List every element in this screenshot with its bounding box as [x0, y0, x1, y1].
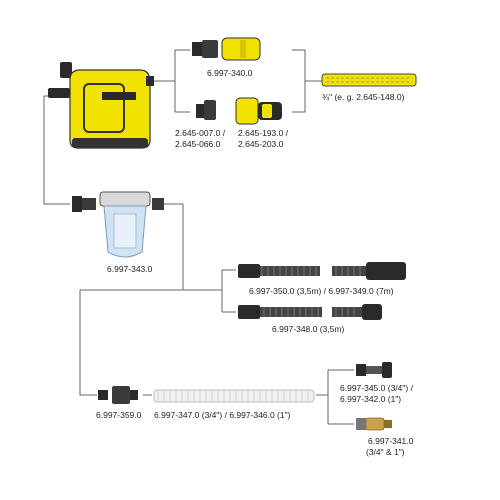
foot-valve-2-label-a: 6.997-341.0: [368, 436, 414, 446]
suction-set-icon: [238, 304, 382, 320]
garden-pump-icon: [48, 62, 154, 149]
adapter-left-label-1: 2.645-007.0 /: [175, 128, 226, 138]
hose-coupling-icon: [192, 37, 261, 61]
hose-connector-icon: [98, 386, 138, 404]
filter-label: 6.997-343.0: [107, 264, 153, 274]
hose-size-label: ¾" (e. g. 2.645-148.0): [322, 92, 405, 102]
suction-hose-label: 6.997-347.0 (3/4") / 6.997-346.0 (1"): [154, 410, 291, 420]
foot-valve-1-label-a: 6.997-345.0 (3/4") /: [340, 383, 413, 393]
connector-lines: [43, 49, 354, 425]
foot-valve-2-label-b: (3/4" & 1"): [366, 447, 405, 457]
adapter-right-label-2: 2.645-203.0: [238, 139, 284, 149]
foot-valve-brass-icon: [356, 417, 392, 431]
coupling-top-label: 6.997-340.0: [207, 68, 253, 78]
adapter-left-label-2: 2.645-066.0: [175, 139, 221, 149]
suction-set-2-label: 6.997-348.0 (3,5m): [272, 324, 345, 334]
foot-valve-1-label-b: 6.997-342.0 (1"): [340, 394, 402, 404]
connector-label: 6.997-359.0: [96, 410, 142, 420]
foot-valve-icon: [356, 362, 392, 378]
hose-coil-icon: [321, 73, 417, 87]
pre-filter-icon: [72, 191, 164, 258]
hose-adapter-icon: [196, 97, 282, 125]
suction-set-icon: [238, 262, 406, 280]
suction-hose-icon: [153, 389, 315, 403]
adapter-right-label-1: 2.645-193.0 /: [238, 128, 289, 138]
suction-set-1-label: 6.997-350.0 (3,5m) / 6.997-349.0 (7m): [249, 286, 394, 296]
